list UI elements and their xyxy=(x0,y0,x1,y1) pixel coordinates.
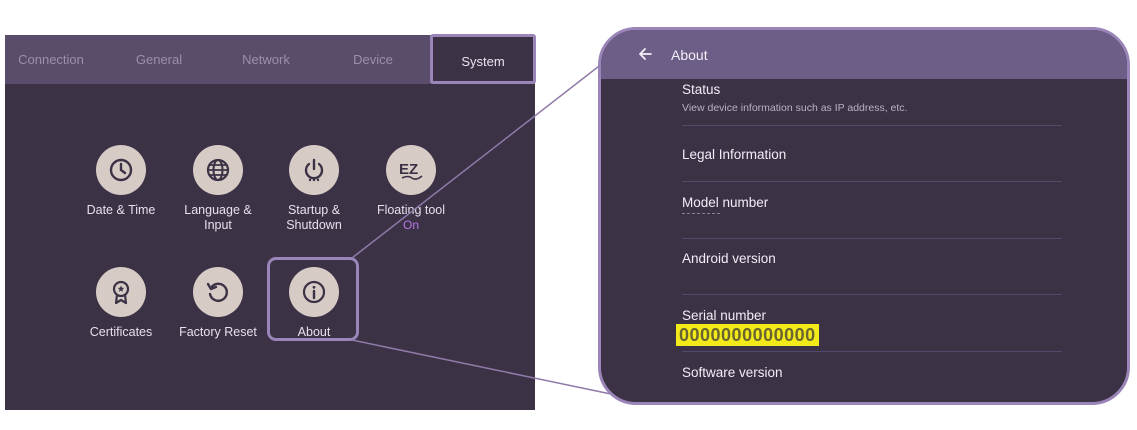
reset-icon xyxy=(193,267,243,317)
ribbon-icon xyxy=(96,267,146,317)
tile-label: Date & Time xyxy=(86,203,156,217)
status-item[interactable]: Status xyxy=(682,82,721,97)
tab-bar: Connection General Network Device System xyxy=(5,34,536,84)
info-icon xyxy=(289,267,339,317)
model-number-item[interactable]: Model number xyxy=(682,195,769,210)
tile-label: Certificates xyxy=(89,325,153,339)
ez-icon: EZ xyxy=(386,145,436,195)
divider xyxy=(682,351,1062,352)
tile-floating-tool[interactable]: EZ Floating tool On xyxy=(361,145,461,232)
tab-device[interactable]: Device xyxy=(353,52,393,67)
tile-about[interactable]: About xyxy=(264,267,364,340)
page-title: About xyxy=(671,47,708,63)
tile-label: Floating tool xyxy=(376,203,446,217)
divider xyxy=(682,294,1062,295)
model-number-value-obscured xyxy=(682,213,720,216)
software-version-item[interactable]: Software version xyxy=(682,365,783,380)
divider xyxy=(682,125,1062,126)
tile-label: Factory Reset xyxy=(179,325,257,339)
tab-general[interactable]: General xyxy=(135,52,183,67)
tab-network[interactable]: Network xyxy=(242,52,290,67)
tile-label: Language & Input xyxy=(184,203,252,232)
globe-icon xyxy=(193,145,243,195)
status-description: View device information such as IP addre… xyxy=(682,102,908,114)
android-version-item[interactable]: Android version xyxy=(682,251,776,266)
tile-certificates[interactable]: Certificates xyxy=(71,267,171,340)
floating-tool-status: On xyxy=(402,218,419,232)
divider xyxy=(682,238,1062,239)
system-settings-panel: Connection General Network Device System… xyxy=(5,34,536,410)
tile-language-input[interactable]: Language & Input xyxy=(168,145,268,233)
divider xyxy=(682,181,1062,182)
serial-number-item[interactable]: Serial number xyxy=(682,308,767,323)
legal-information-item[interactable]: Legal Information xyxy=(682,147,787,162)
power-icon xyxy=(289,145,339,195)
svg-text:EZ: EZ xyxy=(399,161,418,178)
about-highlight-box xyxy=(267,257,359,341)
tab-system[interactable]: System xyxy=(430,34,536,84)
tile-startup-shutdown[interactable]: Startup & Shutdown xyxy=(264,145,364,233)
back-arrow-icon[interactable] xyxy=(637,46,653,67)
tile-label: About xyxy=(297,325,331,339)
serial-number-value: 0000000000000 xyxy=(676,324,819,346)
tile-label: Startup & Shutdown xyxy=(286,203,342,232)
tile-date-time[interactable]: Date & Time xyxy=(71,145,171,218)
about-zoom-panel: About Status View device information suc… xyxy=(598,27,1130,405)
clock-icon xyxy=(96,145,146,195)
tab-connection[interactable]: Connection xyxy=(18,52,84,67)
about-header: About xyxy=(601,30,1127,79)
tile-factory-reset[interactable]: Factory Reset xyxy=(168,267,268,340)
